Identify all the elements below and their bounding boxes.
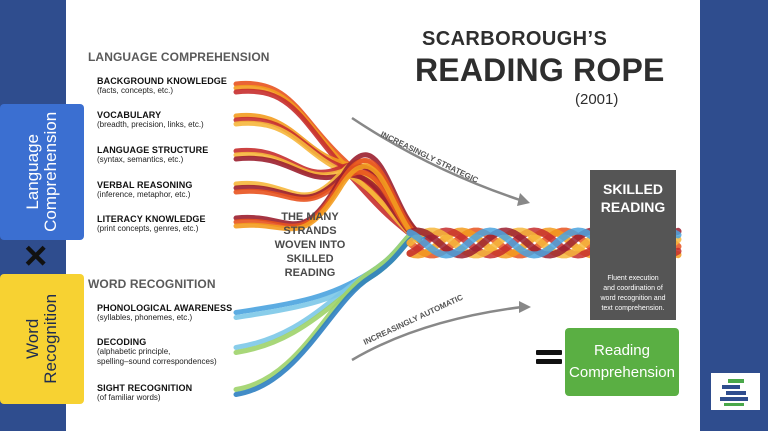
title-author: SCARBOROUGH’S	[422, 28, 608, 50]
list-item: PHONOLOGICAL AWARENESS (syllables, phone…	[97, 303, 233, 322]
list-item: VERBAL REASONING (inference, metaphor, e…	[97, 180, 193, 199]
stacked-bars-logo-icon	[720, 379, 748, 406]
automatic-arrowhead-icon	[519, 301, 531, 313]
strategic-arrow	[351, 116, 521, 202]
multiply-symbol: ×	[24, 234, 48, 278]
language-strand	[233, 163, 423, 245]
list-item: LITERACY KNOWLEDGE (print concepts, genr…	[97, 214, 206, 233]
list-item: BACKGROUND KNOWLEDGE (facts, concepts, e…	[97, 76, 227, 95]
automatic-arrow	[351, 305, 523, 362]
language-comprehension-header: LANGUAGE COMPREHENSION	[88, 50, 270, 64]
strands-caption: THE MANY STRANDS WOVEN INTO SKILLED READ…	[274, 211, 346, 279]
skilled-reading-box: SKILLED READING Fluent execution and coo…	[590, 170, 676, 320]
word-recognition-header: WORD RECOGNITION	[88, 277, 216, 291]
equals-symbol	[536, 347, 562, 367]
reading-comprehension-box: Reading Comprehension	[565, 328, 679, 396]
title-year: (2001)	[575, 91, 619, 108]
list-item: VOCABULARY (breadth, precision, links, e…	[97, 110, 204, 129]
page-title: READING ROPE	[415, 52, 665, 88]
list-item: LANGUAGE STRUCTURE (syntax, semantics, e…	[97, 145, 209, 164]
logo	[711, 373, 760, 410]
skilled-reading-description: Fluent execution and coordination of wor…	[600, 275, 666, 312]
strategic-arrowhead-icon	[517, 193, 530, 206]
list-item: SIGHT RECOGNITION (of familiar words)	[97, 383, 193, 402]
list-item: DECODING (alphabetic principle, spelling…	[97, 337, 217, 366]
language-strands	[233, 80, 423, 245]
strategic-arrow-label: INCREASINGLY STRATEGIC	[379, 130, 480, 185]
